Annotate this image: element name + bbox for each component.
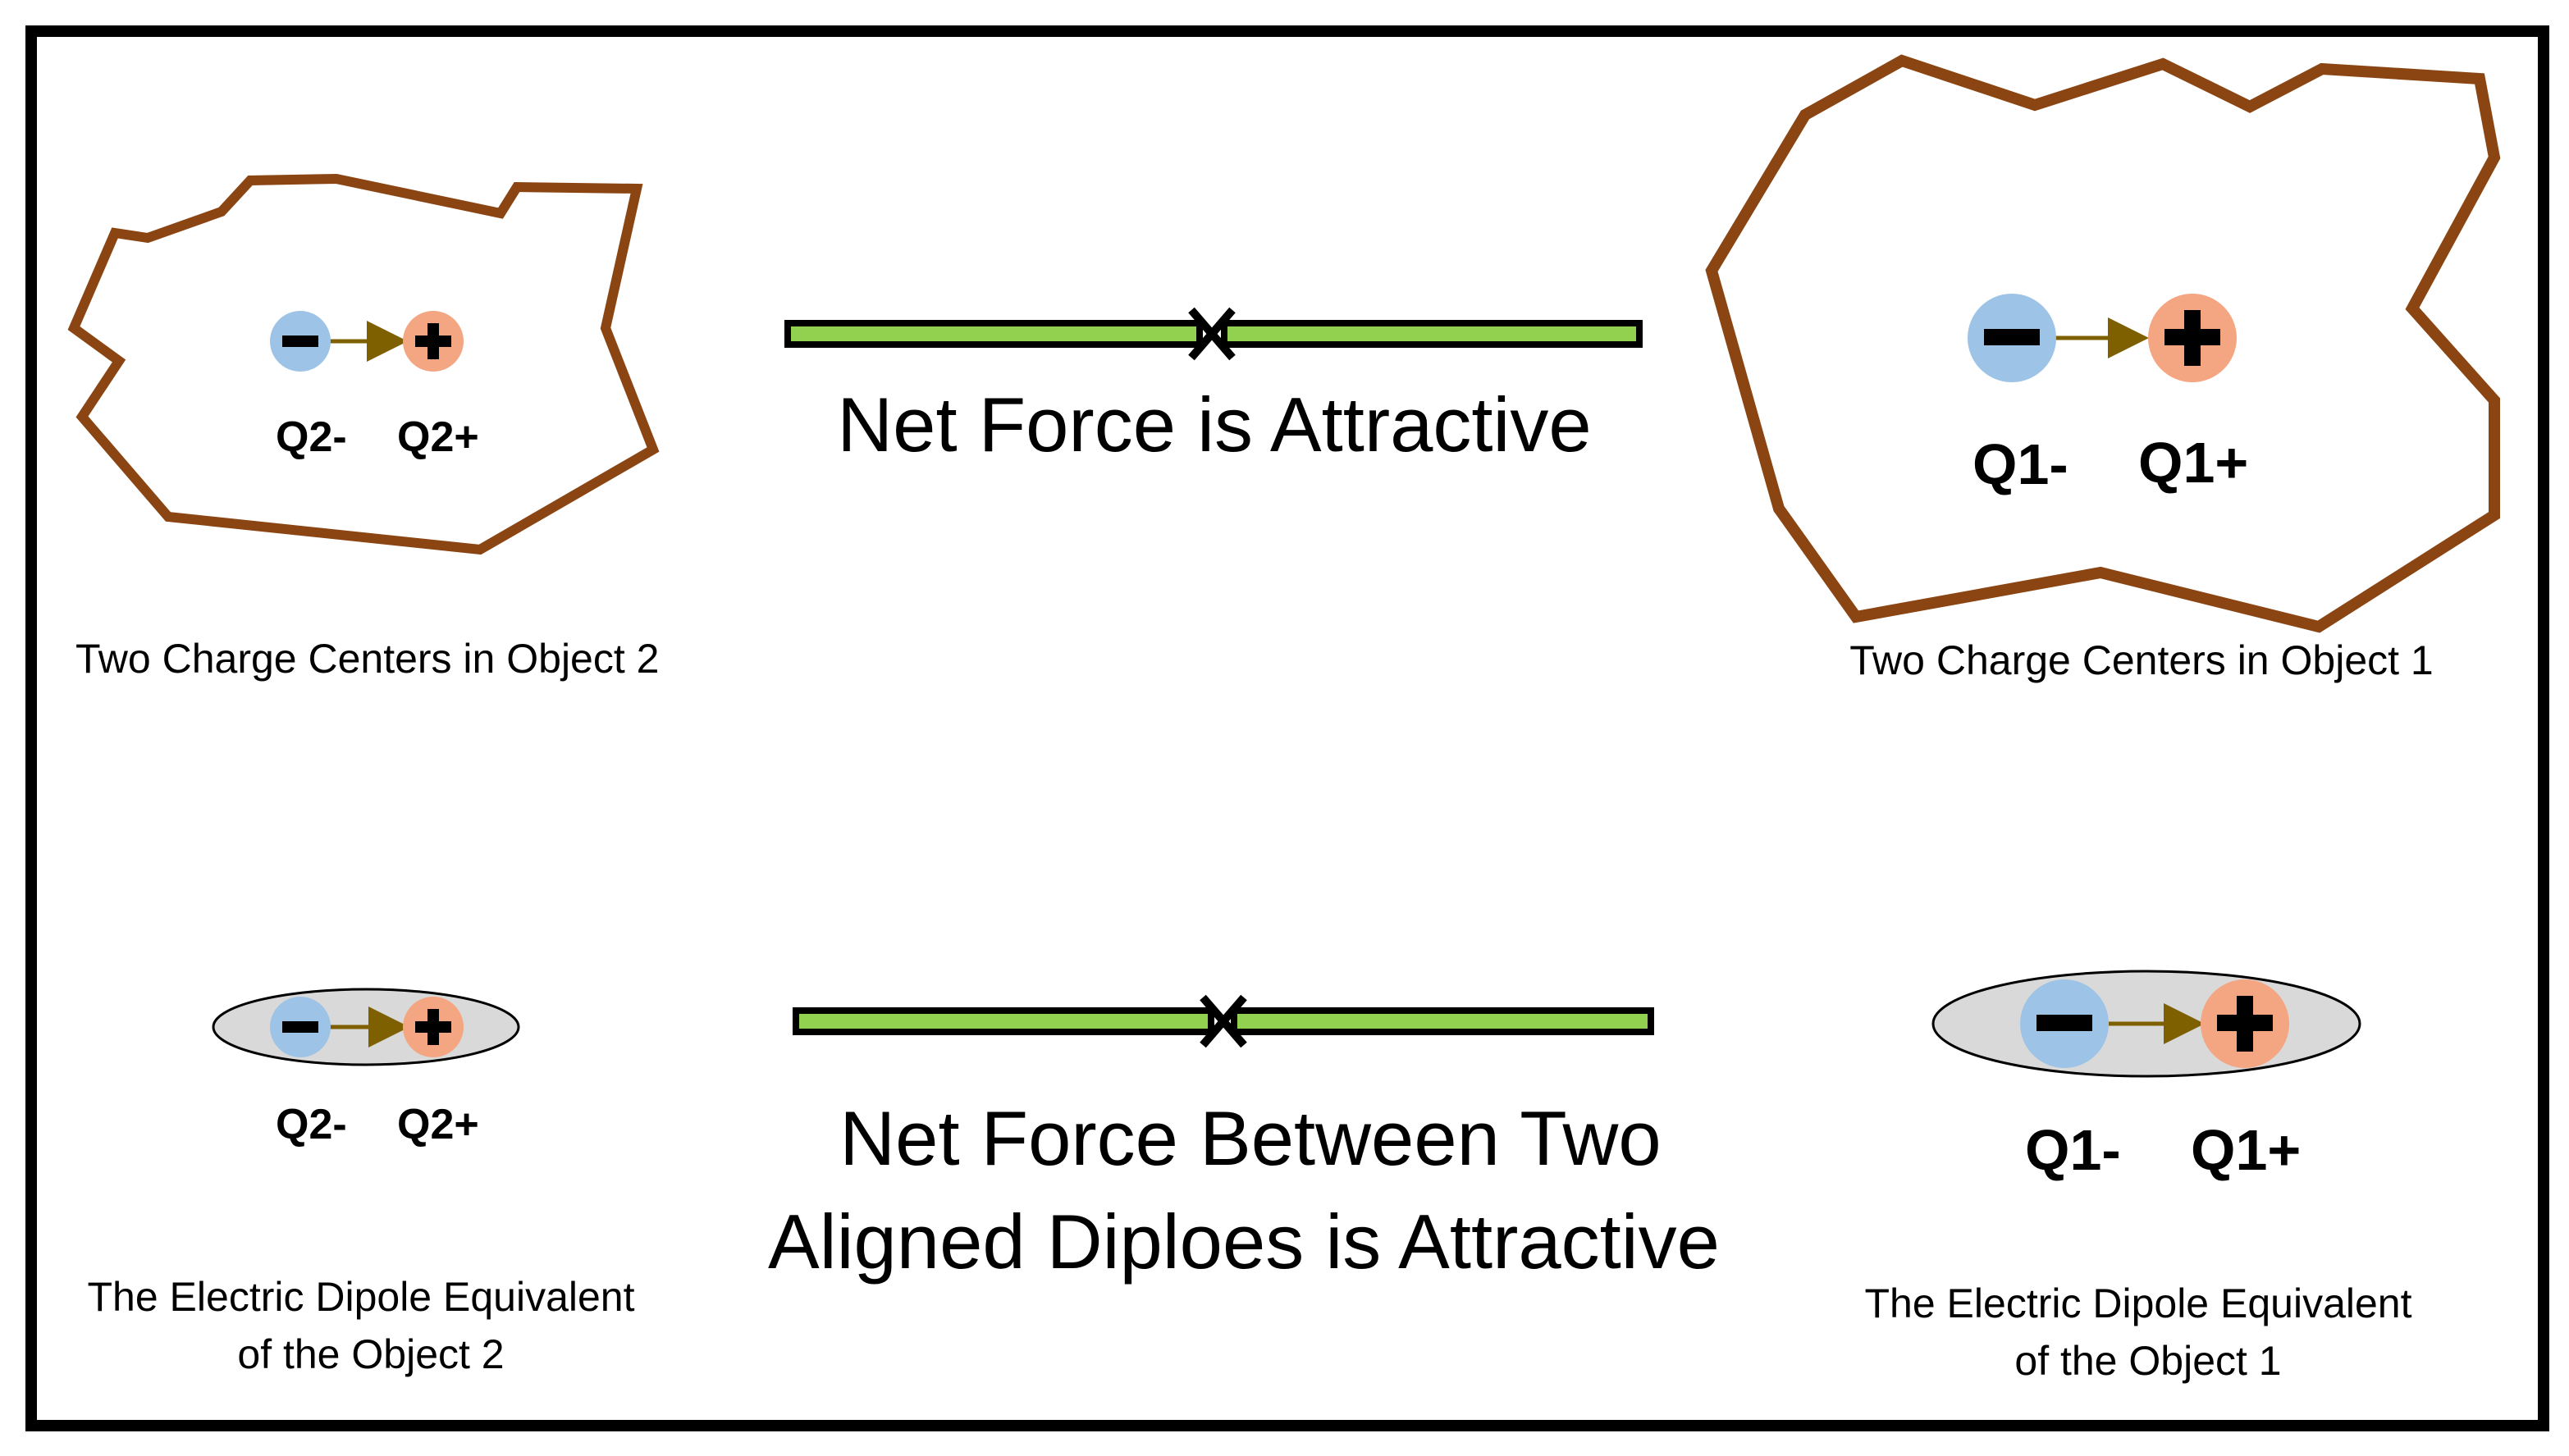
plus-icon: [2217, 996, 2273, 1052]
dipole1: [1931, 970, 2361, 1078]
x-mark-icon: [1200, 994, 1247, 1048]
dipole2-caption-line2: of the Object 2: [237, 1331, 504, 1377]
plus-icon: [415, 323, 451, 359]
object1-pos-label: Q1+: [2138, 431, 2248, 495]
dipole1-neg-label: Q1-: [2025, 1118, 2121, 1182]
object2-caption: Two Charge Centers in Object 2: [75, 636, 659, 682]
left-force-bar: [793, 1007, 1214, 1035]
dipole2-caption-line1: The Electric Dipole Equivalent: [88, 1274, 635, 1320]
minus-icon: [2036, 1015, 2092, 1031]
object2-dipole: [270, 311, 464, 372]
minus-icon: [282, 1021, 318, 1033]
object1-dipole: [1968, 294, 2237, 382]
right-force-bar: [1231, 1007, 1654, 1035]
dipole1-caption-line2: of the Object 1: [2014, 1338, 2281, 1384]
plus-icon: [2164, 310, 2220, 366]
right-force-bar: [1221, 320, 1643, 348]
dipole1-caption-line1: The Electric Dipole Equivalent: [1865, 1280, 2412, 1326]
bottom-force-text-line1: Net Force Between Two: [839, 1095, 1661, 1181]
object2-pos-label: Q2+: [397, 413, 479, 461]
dipole2-neg-label: Q2-: [276, 1101, 347, 1148]
top-force-bars: [784, 307, 1643, 361]
top-force-text: Net Force is Attractive: [837, 381, 1591, 468]
object2-neg-label: Q2-: [276, 413, 347, 461]
left-force-bar: [784, 320, 1203, 348]
minus-icon: [282, 335, 318, 347]
dipole2: [212, 988, 520, 1066]
object2-outline: [67, 173, 660, 555]
plus-icon: [415, 1009, 451, 1045]
outer-frame: [25, 25, 2549, 1431]
bottom-force-bars: [793, 994, 1654, 1048]
dipole1-pos-label: Q1+: [2191, 1118, 2301, 1182]
x-mark-icon: [1188, 307, 1236, 361]
object1-caption: Two Charge Centers in Object 1: [1849, 637, 2433, 683]
object1-neg-label: Q1-: [1972, 432, 2068, 496]
dipole2-pos-label: Q2+: [397, 1101, 479, 1148]
bottom-force-text-line2: Aligned Diploes is Attractive: [768, 1198, 1720, 1285]
minus-icon: [1984, 329, 2040, 345]
object1-outline: [1705, 54, 2501, 633]
